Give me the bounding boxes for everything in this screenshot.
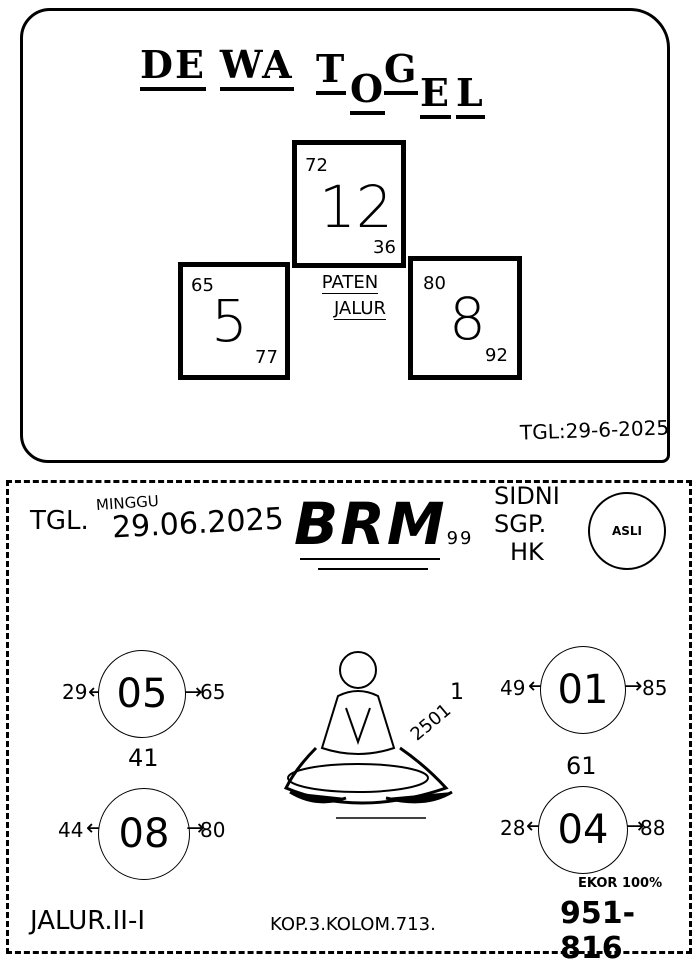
left-top-right-number: 65: [200, 680, 226, 704]
right-top-left-number: 49: [500, 676, 526, 700]
monk-icon: [283, 651, 453, 819]
left-bottom-value: 08: [118, 811, 170, 857]
arrow-right-icon: →: [626, 814, 645, 839]
center-bottom-right-number: 36: [373, 237, 396, 258]
left-bottom-circle: 08: [98, 788, 190, 880]
kop-text: KOP.3.KOLOM.713.: [270, 914, 436, 935]
right-bottom-right-number: 92: [485, 345, 508, 366]
monk-top-number: 1: [450, 680, 464, 705]
brm-sup: 99: [446, 528, 474, 549]
brand-letter: D: [140, 42, 175, 91]
left-top-circle: 05: [98, 650, 186, 738]
ekor-value: 951-816: [560, 896, 636, 966]
right-bottom-value: 04: [557, 807, 609, 853]
tgl-label: TGL.: [30, 506, 89, 536]
bottom-card: [6, 480, 692, 954]
stamp-seal: ASLI: [588, 492, 666, 570]
brm-underline: [300, 558, 440, 560]
brand-letter: E: [174, 42, 206, 91]
brand-letter: T: [316, 46, 347, 95]
arrow-right-icon: →: [624, 674, 643, 699]
left-number-box: 65 5 77: [178, 262, 290, 380]
stamp-text: ASLI: [611, 524, 643, 538]
center-number-box: 72 12 36: [292, 140, 406, 268]
right-mid-number: 61: [566, 752, 597, 780]
middle-label: PATEN JALUR: [294, 272, 406, 332]
left-bottom-right-number: 80: [200, 818, 226, 842]
jalur-text: JALUR.II-I: [30, 906, 146, 936]
left-top-left-number: 29: [62, 680, 88, 704]
arrow-right-icon: →: [184, 680, 203, 705]
paten-label: PATEN: [321, 272, 379, 294]
arrow-right-icon: →: [186, 816, 205, 841]
market-item: HK: [510, 538, 544, 566]
right-top-value: 01: [557, 667, 609, 713]
ekor-label: EKOR 100%: [578, 876, 663, 891]
right-bottom-circle: 04: [538, 786, 628, 874]
brand-letter: G: [384, 46, 419, 95]
brand-letter: W: [219, 42, 263, 91]
right-top-circle: 01: [540, 646, 626, 734]
left-main-number: 5: [211, 287, 248, 355]
right-bottom-right-number: 88: [640, 816, 666, 840]
left-top-left-number: 65: [191, 275, 214, 296]
top-card: [20, 8, 670, 463]
brm-underline-2: [318, 568, 428, 570]
right-top-right-number: 85: [642, 676, 668, 700]
left-bottom-right-number: 77: [255, 347, 278, 368]
brand-letter: A: [262, 42, 294, 91]
brand-letter: E: [420, 70, 451, 119]
left-bottom-left-number: 44: [58, 818, 84, 842]
market-item: SIDNI: [494, 482, 560, 510]
left-top-value: 05: [116, 671, 168, 717]
center-main-number: 12: [319, 173, 393, 241]
right-main-number: 8: [449, 285, 486, 353]
brand-letter: L: [456, 70, 485, 119]
left-mid-number: 41: [128, 744, 159, 772]
brand-letter: O: [350, 66, 386, 115]
right-top-left-number: 80: [423, 273, 446, 294]
right-number-box: 80 8 92: [408, 256, 522, 380]
jalur-label: JALUR: [333, 298, 387, 320]
monk-illustration: [276, 648, 466, 828]
market-item: SGP.: [494, 510, 547, 538]
brm-brand: BRM99: [294, 490, 474, 558]
center-top-left-number: 72: [305, 155, 328, 176]
right-bottom-left-number: 28: [500, 816, 526, 840]
brm-text: BRM: [294, 490, 447, 558]
market-list: SIDNI SGP. HK: [494, 482, 560, 566]
